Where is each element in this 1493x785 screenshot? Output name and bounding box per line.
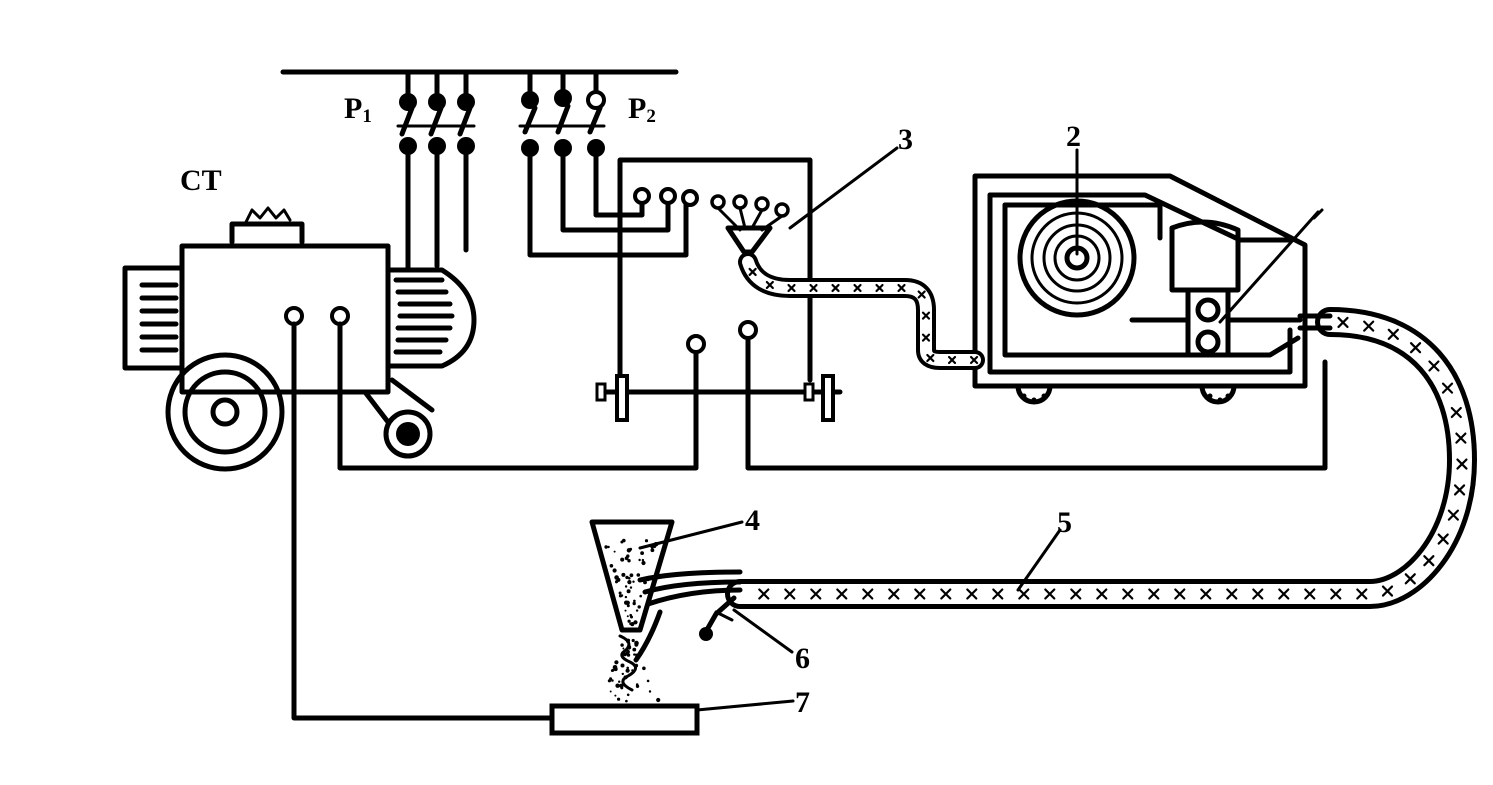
label-p2-main: P [628, 92, 647, 125]
label-ct: CT [180, 164, 222, 197]
contactor-p1 [396, 69, 476, 271]
label-3: 3 [898, 123, 913, 156]
powder-hopper-4 [589, 519, 743, 663]
label-4: 4 [745, 504, 760, 537]
label-p1-sub: 1 [362, 106, 372, 127]
control-box-3 [527, 153, 813, 383]
label-6: 6 [795, 642, 810, 675]
label-p2: P2 [628, 92, 656, 127]
terminal-rail [337, 320, 1328, 471]
control-cable [738, 252, 985, 370]
label-7: 7 [795, 686, 810, 719]
label-5: 5 [1057, 506, 1072, 539]
welding-source-ct [122, 206, 477, 472]
wire-feeder-2 [972, 173, 1324, 405]
label-p2-sub: 2 [646, 106, 656, 127]
leader-lines [638, 146, 1079, 712]
hose-5 [725, 307, 1477, 609]
label-2: 2 [1066, 120, 1081, 153]
label-p1-main: P [344, 92, 363, 125]
workpiece-7 [291, 321, 700, 736]
contactor-p2 [518, 69, 606, 157]
label-p1: P1 [344, 92, 372, 127]
